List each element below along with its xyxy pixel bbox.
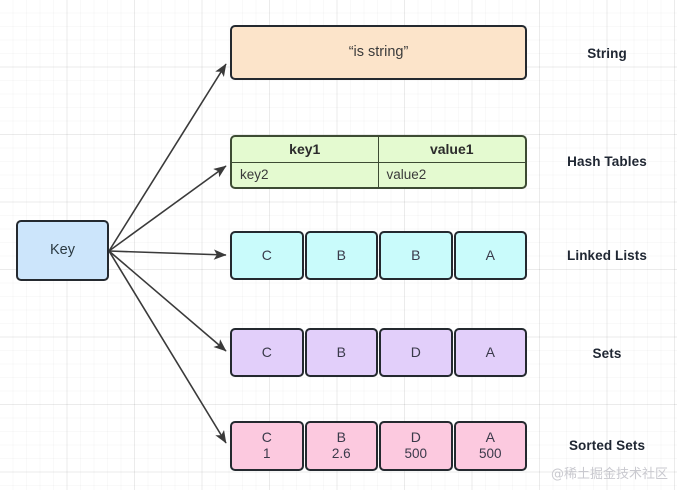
linked-list-cell-label: B — [336, 246, 346, 263]
sorted-set-score: 500 — [404, 446, 428, 462]
set-cell-label: D — [410, 343, 421, 360]
sorted-set-score: 500 — [478, 446, 502, 462]
string-value-text: “is string” — [348, 44, 409, 61]
sorted-set-member: D — [410, 428, 421, 445]
sorted-set-score: 2.6 — [331, 446, 351, 462]
linked-list-cell: A — [453, 231, 527, 280]
arrow-to-string — [108, 63, 227, 252]
label-sets: Sets — [592, 346, 622, 361]
sorted-set-member: B — [336, 428, 346, 445]
label-string: String — [587, 46, 627, 61]
sorted-set-score: 1 — [262, 446, 271, 462]
set-cell-label: A — [485, 343, 495, 360]
linked-list-cell-label: B — [411, 246, 421, 263]
set-cell: C — [230, 328, 304, 377]
string-value-box[interactable]: “is string” — [230, 25, 527, 80]
arrow-to-linked-lists — [108, 249, 227, 260]
hash-header-key: key1 — [232, 137, 379, 162]
linked-list-cell: C — [230, 231, 304, 280]
hash-header-value: value1 — [429, 141, 474, 158]
sorted-set-box[interactable]: C 1 B 2.6 D 500 A 500 — [230, 421, 527, 471]
hash-table-header-row: key1 value1 — [232, 137, 525, 163]
label-sorted-sets: Sorted Sets — [568, 438, 646, 453]
set-cell-label: B — [336, 343, 346, 360]
set-box[interactable]: C B D A — [230, 328, 527, 377]
label-linked-lists: Linked Lists — [567, 248, 647, 263]
linked-list-box[interactable]: C B B A — [230, 231, 527, 280]
arrow-to-sets — [108, 250, 227, 352]
hash-table-box[interactable]: key1 value1 key2 value2 — [230, 135, 527, 189]
linked-list-cell: B — [304, 231, 378, 280]
arrow-to-hash-tables — [108, 165, 227, 252]
sorted-set-member: A — [485, 428, 495, 445]
sorted-set-cell: C 1 — [230, 421, 304, 471]
set-cell: B — [304, 328, 378, 377]
label-hash-tables: Hash Tables — [567, 154, 647, 169]
set-cell-label: C — [261, 343, 272, 360]
set-cell: D — [379, 328, 453, 377]
linked-list-cell-label: C — [261, 246, 272, 263]
linked-list-cell-label: A — [485, 246, 495, 263]
sorted-set-member: C — [261, 428, 272, 445]
hash-table-row: key2 value2 — [232, 162, 525, 187]
key-node[interactable]: Key — [16, 220, 109, 281]
arrow-to-sorted-sets — [108, 250, 227, 444]
sorted-set-cell: B 2.6 — [304, 421, 378, 471]
set-cell: A — [453, 328, 527, 377]
key-node-label: Key — [50, 242, 75, 259]
linked-list-cell: B — [379, 231, 453, 280]
sorted-set-cell: A 500 — [453, 421, 527, 471]
hash-cell-value: value2 — [386, 167, 427, 183]
watermark: @稀土掘金技术社区 — [550, 467, 668, 482]
hash-cell-key: key2 — [232, 162, 379, 187]
sorted-set-cell: D 500 — [379, 421, 453, 471]
